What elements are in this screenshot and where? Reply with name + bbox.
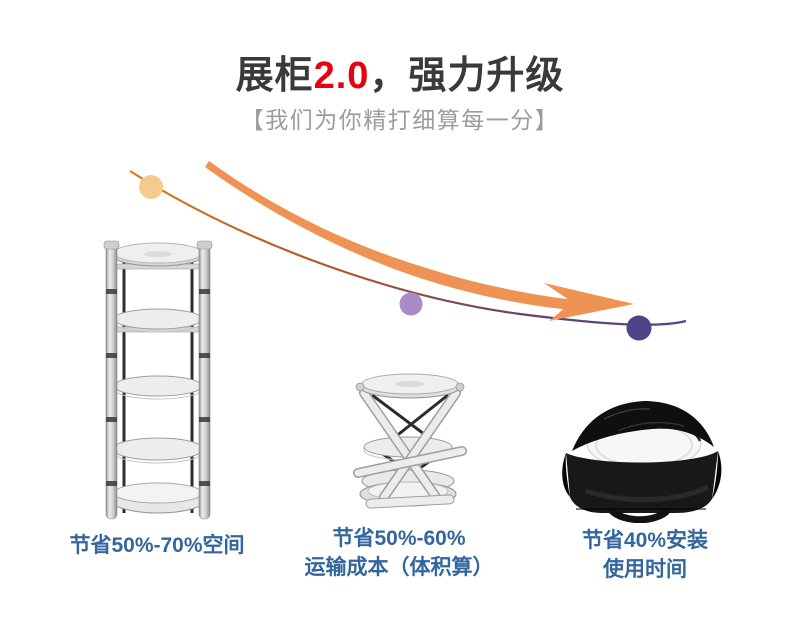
- caption-space-saving: 节省50%-70%空间: [37, 531, 277, 560]
- product-image-carry-bag: [562, 401, 722, 523]
- stage-dot-2: [399, 292, 423, 316]
- caption-line: 节省50%-70%空间: [69, 534, 245, 557]
- stage-dot-3: [626, 315, 652, 341]
- brush-arrow-head-dash: [539, 296, 576, 307]
- product-image-assembled-tower: [103, 240, 213, 520]
- caption-shipping-saving: 节省50%-60% 运输成本（体积算）: [299, 524, 499, 582]
- caption-line: 节省50%-60%: [332, 527, 466, 550]
- caption-install-time-saving: 节省40%安装 使用时间: [545, 526, 745, 584]
- title-suffix: ，强力升级: [369, 55, 565, 97]
- title-highlight: 2.0: [313, 55, 370, 97]
- brush-arrow-head-icon: [544, 283, 634, 321]
- stage-dot-1: [139, 175, 163, 199]
- caption-line: 节省40%安装: [581, 529, 709, 552]
- title-prefix: 展柜: [235, 55, 314, 97]
- caption-line: 运输成本（体积算）: [304, 556, 494, 579]
- product-image-folded-tower: [353, 373, 467, 509]
- page-subtitle: 【我们为你精打细算每一分】: [240, 107, 560, 133]
- page-title: 展柜2.0，强力升级: [0, 44, 800, 99]
- caption-line: 使用时间: [603, 558, 687, 581]
